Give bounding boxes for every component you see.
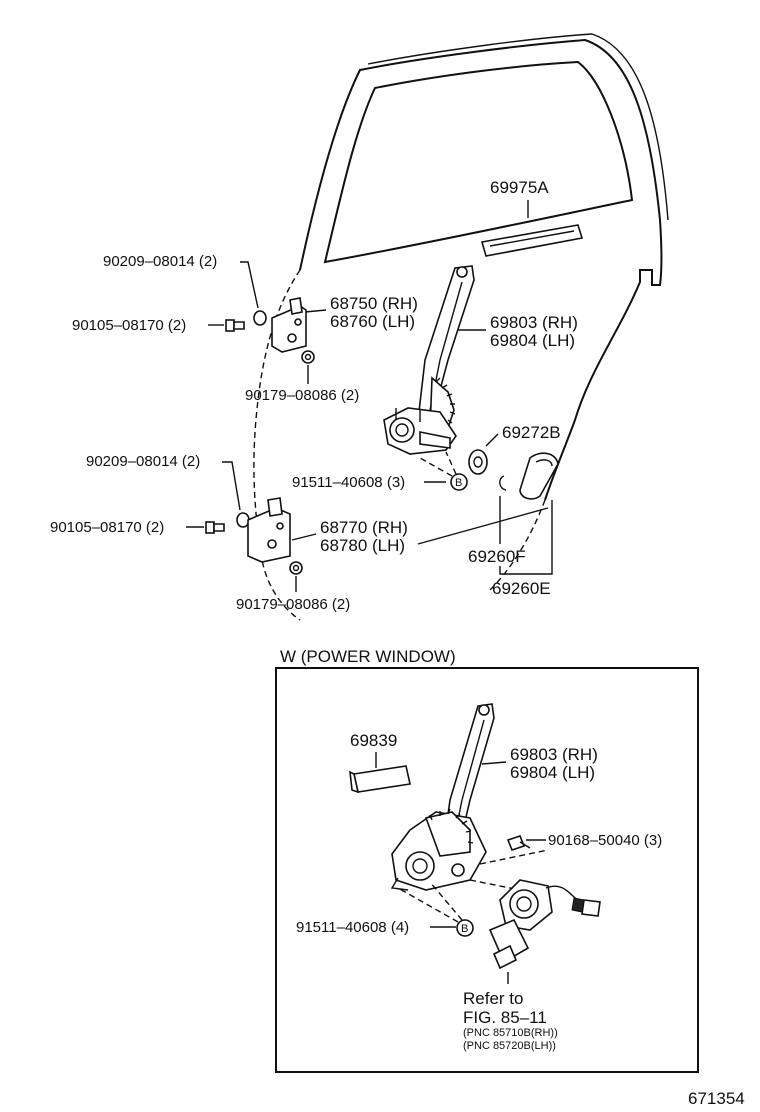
leader-69803-pw: [481, 761, 507, 765]
power-window-motor: [488, 879, 601, 970]
label-69260e: 69260E: [492, 579, 551, 598]
part-69975a-strip: [480, 224, 584, 257]
label-90105-bot: 90105–08170 (2): [50, 519, 164, 536]
callout-b-pw-text: B: [461, 923, 468, 935]
escutcheon-69272b: [468, 449, 488, 475]
leader-90209-top: [240, 261, 259, 309]
rear-door-outline: [253, 33, 669, 621]
figure-number: 671354: [688, 1089, 745, 1108]
label-90105-top: 90105–08170 (2): [72, 317, 186, 334]
label-69803-top: 69803 (RH): [490, 313, 578, 332]
label-68760: 68760 (LH): [330, 312, 415, 331]
label-69975a: 69975A: [490, 178, 549, 197]
label-91511-pw: 91511–40608 (4): [296, 919, 409, 936]
power-window-title: W (POWER WINDOW): [280, 647, 456, 666]
label-90209-top: 90209–08014 (2): [103, 253, 217, 270]
leader-68780-to-handle: [417, 507, 549, 545]
label-90168: 90168–50040 (3): [548, 832, 662, 849]
label-68780: 68780 (LH): [320, 536, 405, 555]
label-90179-top: 90179–08086 (2): [245, 387, 359, 404]
label-69839: 69839: [350, 731, 397, 750]
upper-hinge: [271, 297, 307, 353]
label-69803-pw: 69803 (RH): [510, 745, 598, 764]
power-window-regulator: [390, 703, 495, 891]
label-69272b: 69272B: [502, 423, 561, 442]
label-69804-top: 69804 (LH): [490, 331, 575, 350]
window-crank-handle: [499, 452, 559, 500]
callout-b-pw: B: [456, 919, 474, 937]
power-window-frame: [275, 667, 699, 1073]
label-90209-bot: 90209–08014 (2): [86, 453, 200, 470]
leader-90209-bot: [222, 461, 241, 511]
label-91511-top: 91511–40608 (3): [292, 474, 405, 491]
label-68770: 68770 (RH): [320, 518, 408, 537]
callout-b-top-text: B: [455, 477, 462, 489]
pnc-lh-text: (PNC 85720B(LH)): [463, 1040, 556, 1052]
screw-90168: [506, 835, 531, 851]
label-90179-bot: 90179–08086 (2): [236, 596, 350, 613]
part-69839-block: [349, 765, 411, 794]
pnc-rh-text: (PNC 85710B(RH)): [463, 1027, 558, 1039]
nut-bot: [289, 561, 303, 575]
refer-to-text: Refer to: [463, 989, 523, 1008]
leader-69272b: [485, 433, 499, 447]
bolt-bot: [205, 521, 225, 534]
washer-top: [253, 310, 267, 326]
nut-top: [301, 350, 315, 364]
lower-hinge: [247, 497, 291, 563]
leader-68770: [291, 533, 317, 541]
callout-b-top: B: [450, 473, 468, 491]
label-68750: 68750 (RH): [330, 294, 418, 313]
bolt-top: [225, 319, 245, 332]
leader-68750: [304, 309, 327, 313]
leader-69260e-bracket: [499, 500, 553, 575]
refer-fig-text: FIG. 85–11: [463, 1008, 547, 1027]
label-69260f: 69260F: [468, 547, 526, 566]
label-69804-pw: 69804 (LH): [510, 763, 595, 782]
manual-window-regulator: [383, 265, 475, 455]
